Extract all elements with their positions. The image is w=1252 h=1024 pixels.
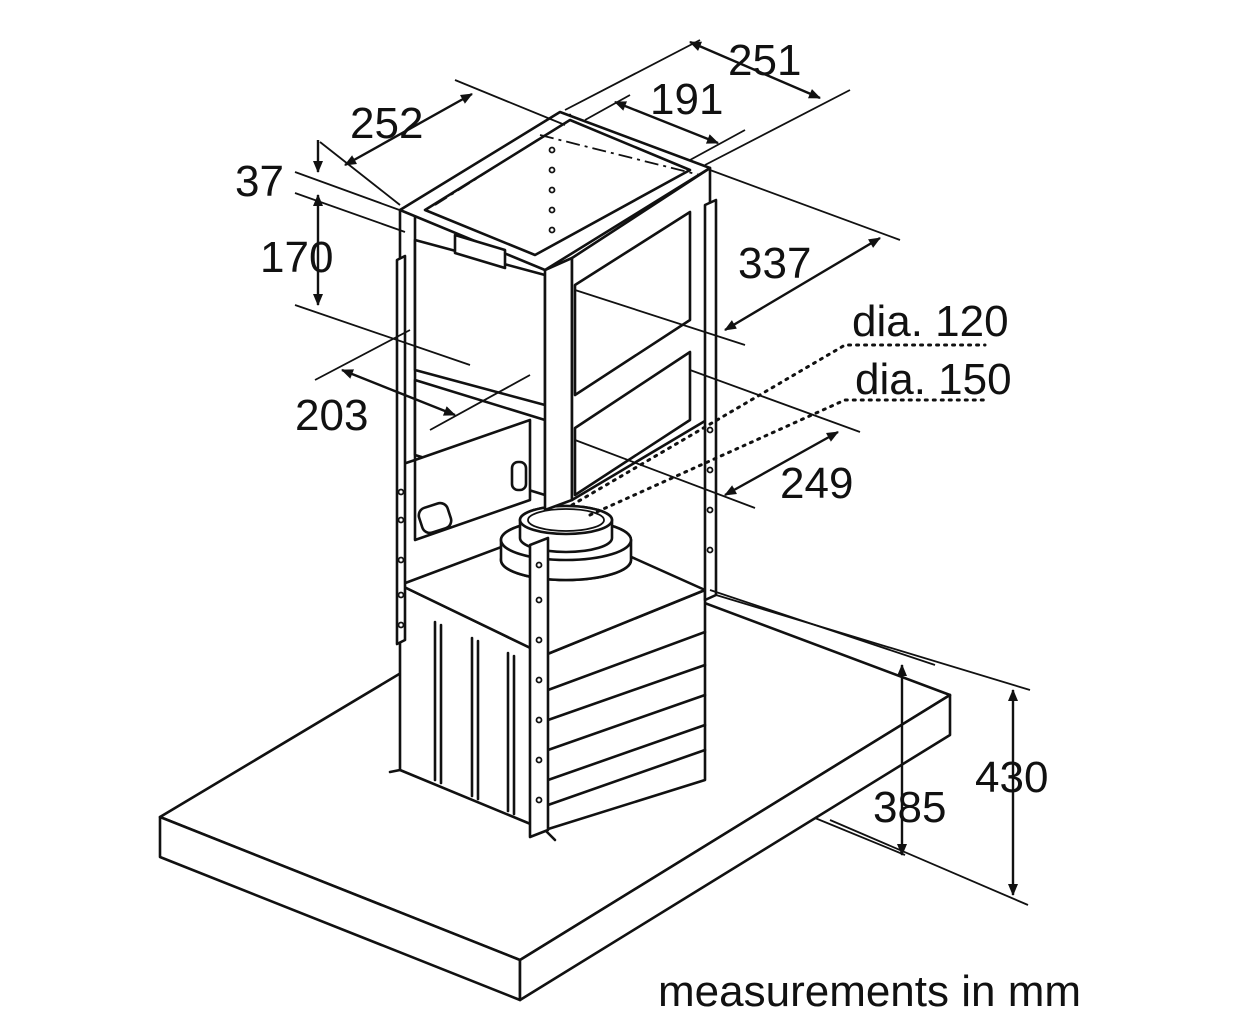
dim-dia-120: dia. 120 (852, 297, 1009, 346)
frame-holes (397, 146, 714, 804)
dim-37: 37 (235, 157, 284, 206)
dim-191: 191 (650, 75, 723, 124)
dim-385: 385 (873, 783, 946, 832)
dim-249: 249 (780, 459, 853, 508)
dim-252: 252 (350, 99, 423, 148)
dimension-lines (294, 39, 1031, 906)
dim-dia-150: dia. 150 (855, 355, 1012, 404)
dim-337: 337 (738, 239, 811, 288)
dim-251: 251 (728, 36, 801, 85)
dim-203: 203 (295, 391, 368, 440)
caption-units: measurements in mm (658, 967, 1081, 1016)
duct-collars (499, 504, 633, 582)
dim-170: 170 (260, 233, 333, 282)
dim-430: 430 (975, 753, 1048, 802)
dimension-labels: 251 191 252 37 170 337 dia. 120 dia. 150… (235, 36, 1048, 832)
